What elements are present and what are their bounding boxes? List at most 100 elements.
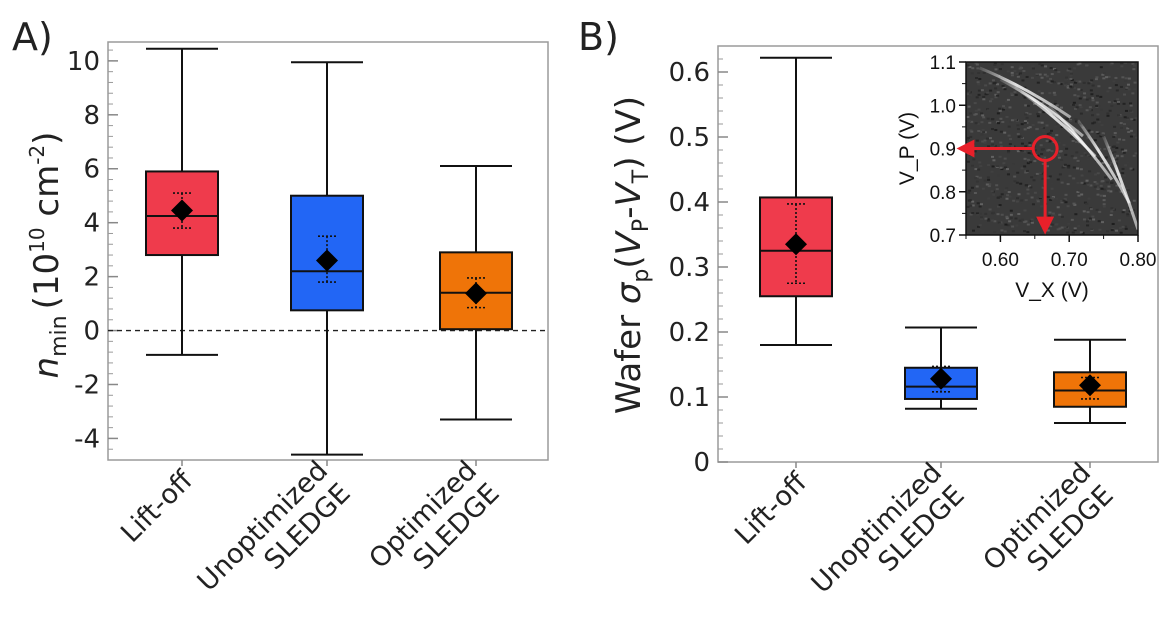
noise-pixel (1057, 82, 1061, 85)
noise-pixel (1026, 231, 1030, 234)
noise-pixel (1073, 203, 1077, 206)
noise-pixel (1018, 67, 1022, 70)
noise-pixel (1048, 211, 1052, 214)
noise-pixel (1011, 230, 1015, 233)
noise-pixel (1099, 95, 1103, 98)
noise-pixel (1006, 168, 1010, 171)
noise-pixel (1050, 187, 1054, 190)
noise-pixel (1134, 117, 1138, 120)
noise-pixel (1125, 86, 1129, 89)
noise-pixel (1064, 76, 1068, 79)
noise-pixel (1046, 132, 1050, 135)
noise-pixel (1008, 220, 1012, 223)
noise-pixel (1070, 79, 1074, 82)
noise-pixel (1066, 183, 1070, 186)
noise-pixel (990, 190, 994, 193)
noise-pixel (1023, 121, 1027, 124)
noise-pixel (1055, 134, 1059, 137)
noise-pixel (1110, 229, 1114, 232)
noise-pixel (1121, 167, 1125, 170)
noise-pixel (1102, 199, 1106, 202)
noise-pixel (987, 145, 991, 148)
noise-pixel (1045, 165, 1049, 168)
noise-pixel (1033, 149, 1037, 152)
noise-pixel (1117, 219, 1121, 222)
noise-pixel (1052, 68, 1056, 71)
noise-pixel (1022, 70, 1026, 73)
noise-pixel (1093, 121, 1097, 124)
noise-pixel (1002, 170, 1006, 173)
inset-ytick-label: 0.8 (930, 183, 956, 204)
noise-pixel (1088, 97, 1092, 100)
noise-pixel (1080, 181, 1084, 184)
noise-pixel (993, 230, 997, 233)
noise-pixel (1126, 189, 1130, 192)
noise-pixel (1048, 92, 1052, 95)
noise-pixel (984, 217, 988, 220)
noise-pixel (1039, 196, 1043, 199)
noise-pixel (1018, 201, 1022, 204)
noise-pixel (999, 166, 1003, 169)
noise-pixel (1038, 172, 1042, 175)
noise-pixel (991, 143, 995, 146)
noise-pixel (1036, 200, 1040, 203)
noise-pixel (1012, 145, 1016, 148)
noise-pixel (1113, 157, 1117, 160)
noise-pixel (1049, 81, 1053, 84)
noise-pixel (1060, 181, 1064, 184)
noise-pixel (1078, 62, 1082, 65)
noise-pixel (991, 165, 995, 168)
noise-pixel (1126, 118, 1130, 121)
noise-pixel (1014, 217, 1018, 220)
noise-pixel (986, 117, 990, 120)
noise-pixel (976, 202, 980, 205)
noise-pixel (1024, 104, 1028, 107)
noise-pixel (1111, 222, 1115, 225)
noise-pixel (1016, 171, 1020, 174)
inset-marker-circle (1031, 135, 1059, 162)
noise-pixel (1000, 63, 1004, 66)
noise-pixel (1025, 75, 1029, 78)
noise-pixel (1082, 218, 1086, 221)
noise-pixel (1131, 226, 1135, 229)
noise-pixel (1019, 182, 1023, 185)
noise-pixel (1056, 178, 1060, 181)
noise-pixel (1047, 215, 1051, 218)
panel-a-category-label: Lift-off (115, 464, 200, 549)
noise-pixel (970, 72, 974, 75)
noise-pixel (1115, 89, 1119, 92)
noise-pixel (1077, 194, 1081, 197)
noise-pixel (1042, 111, 1046, 114)
noise-pixel (981, 128, 985, 131)
noise-pixel (981, 187, 985, 190)
noise-pixel (1032, 102, 1036, 105)
noise-pixel (1096, 157, 1100, 160)
noise-pixel (999, 141, 1003, 144)
noise-pixel (977, 168, 981, 171)
noise-pixel (1029, 219, 1033, 222)
noise-pixel (1023, 86, 1027, 89)
noise-pixel (974, 62, 978, 65)
noise-pixel (999, 222, 1003, 225)
noise-pixel (1058, 227, 1062, 230)
noise-pixel (991, 118, 995, 121)
noise-pixel (1036, 81, 1040, 84)
noise-pixel (983, 141, 987, 144)
noise-pixel (987, 178, 991, 181)
noise-pixel (1095, 182, 1099, 185)
noise-pixel (975, 96, 979, 99)
noise-pixel (1029, 161, 1033, 164)
noise-pixel (978, 205, 982, 208)
panel-a-ytick-label: -2 (74, 370, 100, 400)
noise-pixel (988, 100, 992, 103)
noise-pixel (986, 218, 990, 221)
noise-pixel (1131, 168, 1135, 171)
noise-pixel (1029, 154, 1033, 157)
noise-pixel (1111, 208, 1115, 211)
noise-pixel (1010, 93, 1014, 96)
noise-pixel (998, 109, 1002, 112)
noise-pixel (1066, 205, 1070, 208)
noise-pixel (1024, 113, 1028, 116)
noise-pixel (1023, 96, 1027, 99)
noise-pixel (1022, 94, 1026, 97)
